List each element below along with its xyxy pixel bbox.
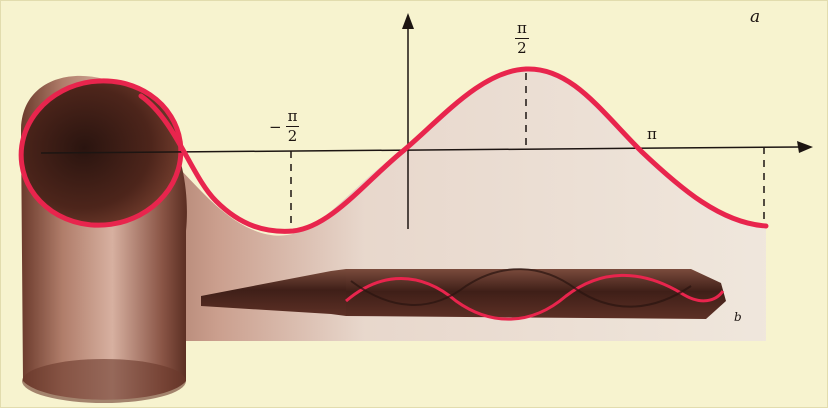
drill-groove (350, 268, 692, 308)
tick-label-pi-half: π 2 (515, 21, 529, 56)
x-axis-arrow (797, 141, 813, 153)
cylinder-bottom (22, 359, 186, 403)
drill-bit (201, 268, 726, 321)
drill-flutes (346, 269, 726, 319)
panel-label-b: b (734, 310, 742, 324)
y-axis-arrow (402, 13, 414, 29)
tick-pi-half-numerator: π (515, 19, 529, 39)
tick-neg-pi-half-numerator: π (285, 107, 300, 127)
tick-pi-half-denominator: 2 (517, 39, 527, 57)
drill-helix-line (345, 273, 725, 321)
tick-label-neg-pi-half: − π 2 (269, 107, 300, 145)
x-axis (40, 146, 802, 154)
drill-shank (201, 269, 346, 316)
sine-curve (138, 66, 769, 234)
tick-neg-pi-half-denominator: 2 (287, 127, 298, 145)
panel-label-a: a (750, 7, 761, 27)
tick-neg-sign: − (269, 117, 282, 136)
tick-neg-pi-half-fraction: π 2 (285, 107, 300, 145)
tick-label-pi: π (647, 125, 657, 143)
